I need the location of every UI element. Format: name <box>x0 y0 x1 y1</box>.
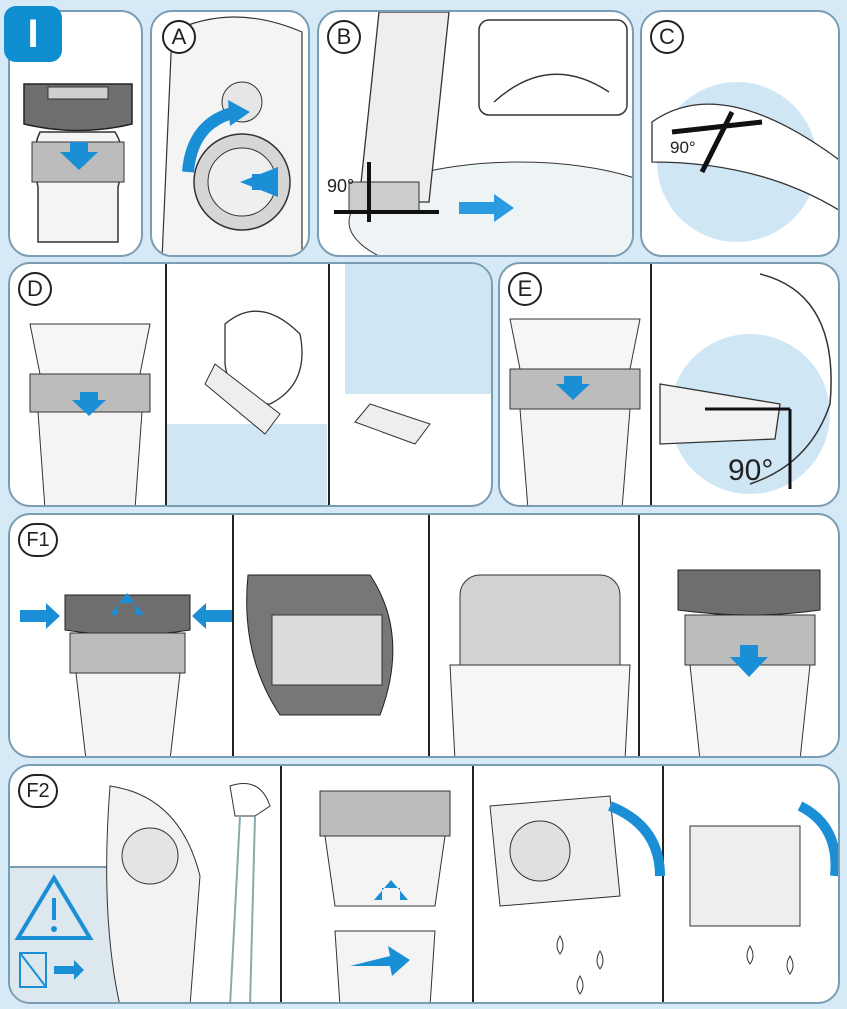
arrow-up-icon <box>374 880 408 900</box>
warning-box <box>10 866 140 1002</box>
angle-label-e: 90° <box>728 454 773 488</box>
cleaning-illustration <box>10 515 840 758</box>
panel-divider <box>662 766 664 1004</box>
panel-f2: F2 <box>8 764 840 1004</box>
panel-divider <box>472 766 474 1004</box>
badge-f1: F1 <box>18 523 58 557</box>
angle-label-c: 90° <box>670 138 696 158</box>
arrow-left-icon <box>192 603 232 629</box>
water-drop-icon <box>577 976 583 994</box>
panel-f1: F1 <box>8 513 840 758</box>
water-drop-icon <box>597 951 603 969</box>
section-label: I <box>4 6 62 62</box>
badge-d: D <box>18 272 52 306</box>
badge-f2: F2 <box>18 774 58 808</box>
panel-c: C 90° <box>640 10 840 257</box>
badge-b: B <box>327 20 361 54</box>
badge-a: A <box>162 20 196 54</box>
panel-d: D <box>8 262 493 507</box>
panel-e: E 90° <box>498 262 840 507</box>
push-arrow-icon <box>350 946 410 976</box>
water-drop-icon <box>747 946 753 964</box>
face-illustration <box>500 264 840 507</box>
water-drop-icon <box>787 956 793 974</box>
panel-b: B 90° <box>317 10 634 257</box>
warning-illustration <box>10 868 138 1002</box>
badge-c: C <box>650 20 684 54</box>
water-drop-icon <box>557 936 563 954</box>
angle-label-b: 90° <box>327 176 354 197</box>
water-tap-icon <box>230 784 270 817</box>
leg-illustration <box>319 12 634 257</box>
panel-divider <box>280 766 282 1004</box>
badge-e: E <box>508 272 542 306</box>
underarm-illustration <box>10 264 493 507</box>
arrow-right-icon <box>20 603 60 629</box>
panel-a: A <box>150 10 310 257</box>
